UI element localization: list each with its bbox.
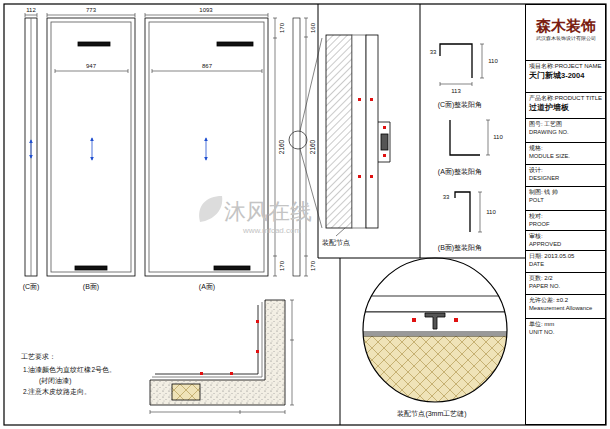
dimension-lines <box>25 13 308 276</box>
dimension: 110 <box>487 58 499 64</box>
plan-section <box>150 300 294 414</box>
field-value: PROOF <box>529 221 604 228</box>
dimension: 2160 <box>310 139 317 155</box>
corner-profiles <box>440 44 490 232</box>
watermark: 沐风在线 <box>224 200 312 223</box>
field-label: 校对: <box>529 213 604 220</box>
profile-label: (A面)整装阳角 <box>437 168 483 175</box>
title-row: 日期: 2013.05.05DATE <box>526 250 606 272</box>
dimension: 867 <box>201 63 213 69</box>
detail-label: 装配节点(3mm工艺缝) <box>396 410 467 417</box>
field-label: 日期: 2013.05.05 <box>529 253 604 260</box>
field-value: APPROVED <box>529 241 604 248</box>
logo-text: 森木装饰 <box>526 17 605 34</box>
title-row: 审核:APPROVED <box>526 230 606 250</box>
field-label: 设计: <box>529 167 604 174</box>
title-row: 校对:PROOF <box>526 210 606 230</box>
dimension: 112 <box>25 7 37 13</box>
field-value: Measurement Allowance <box>529 305 604 312</box>
title-block: 森木装饰武汉森木装饰设计有限公司项目名称:PROJECT NAME 天门新城3-2… <box>525 4 606 425</box>
watermark-leaf <box>199 196 222 222</box>
title-row: 制图: 钱 帅POLT <box>526 186 606 210</box>
dimension: 773 <box>85 7 97 13</box>
field-label: 规格: <box>529 145 604 152</box>
title-row: 规格:MODULE SIZE. <box>526 142 606 164</box>
field-value: DRAWING NO. <box>529 129 604 136</box>
field-value: DATE <box>529 261 604 268</box>
detail-label: 装配节点 <box>321 239 351 246</box>
title-row: 图号: 工艺图DRAWING NO. <box>526 118 606 142</box>
note: 2.注意木皮纹路走向。 <box>22 389 92 396</box>
field-value: POLT <box>529 197 604 204</box>
field-label: 产品名称:PRODUCT TITLE <box>529 95 604 102</box>
field-label: 允许公差: ±0.2 <box>529 297 604 304</box>
title-row: 允许公差: ±0.2Measurement Allowance <box>526 294 606 318</box>
field-value: 天门新城3-2004 <box>529 72 604 81</box>
field-label: 项目名称:PROJECT NAME <box>529 63 604 70</box>
dimension: 113 <box>450 88 462 94</box>
dimension: 947 <box>85 63 97 69</box>
dimension: 170 <box>279 22 285 34</box>
title-row: 单位: mmUNIT NO. <box>526 318 606 342</box>
view-label: (A面) <box>198 283 216 290</box>
field-label: 图号: 工艺图 <box>529 121 604 128</box>
note: (封闭油漆) <box>38 378 72 385</box>
field-label: 审核: <box>529 233 604 240</box>
elevations <box>25 18 268 276</box>
field-value: MODULE SIZE. <box>529 153 604 160</box>
field-value: DESIGNER <box>529 175 604 182</box>
joint-detail <box>360 258 510 416</box>
field-label: 单位: mm <box>529 321 604 328</box>
sheet-frame <box>4 4 606 425</box>
dimension: 33 <box>429 49 438 55</box>
note: 工艺要求： <box>20 353 57 360</box>
profile-label: (B面)整装阳角 <box>437 244 483 251</box>
profile-label: (C面)整装阳角 <box>437 101 484 108</box>
company-name: 武汉森木装饰设计有限公司 <box>526 36 605 41</box>
field-label: 制图: 钱 帅 <box>529 189 604 196</box>
dimension: 170 <box>310 260 316 272</box>
dimension: 33 <box>442 194 451 200</box>
field-value: UNIT NO. <box>529 329 604 336</box>
dimension: 110 <box>485 209 497 215</box>
view-label: (C面) <box>22 283 41 290</box>
note: 1.油漆颜色为直纹红橡2号色。 <box>22 367 117 374</box>
dimension: 1093 <box>198 7 213 13</box>
field-value: 过道护墙板 <box>529 104 604 113</box>
dimension: 170 <box>279 260 285 272</box>
title-row: 页数: 2/2PAPER NO. <box>526 272 606 294</box>
field-value: PAPER NO. <box>529 283 604 290</box>
grain-arrows <box>31 138 206 160</box>
dimension: 2160 <box>279 139 286 155</box>
watermark: www.mfcad.com <box>243 227 301 235</box>
title-row: 项目名称:PROJECT NAME 天门新城3-2004 <box>526 60 606 92</box>
field-label: 页数: 2/2 <box>529 275 604 282</box>
view-label: (B面) <box>82 283 100 290</box>
dimension: 160 <box>310 22 316 34</box>
dimension: 110 <box>492 134 504 140</box>
title-row: 设计:DESIGNER <box>526 164 606 186</box>
title-row: 产品名称:PRODUCT TITLE 过道护墙板 <box>526 92 606 118</box>
